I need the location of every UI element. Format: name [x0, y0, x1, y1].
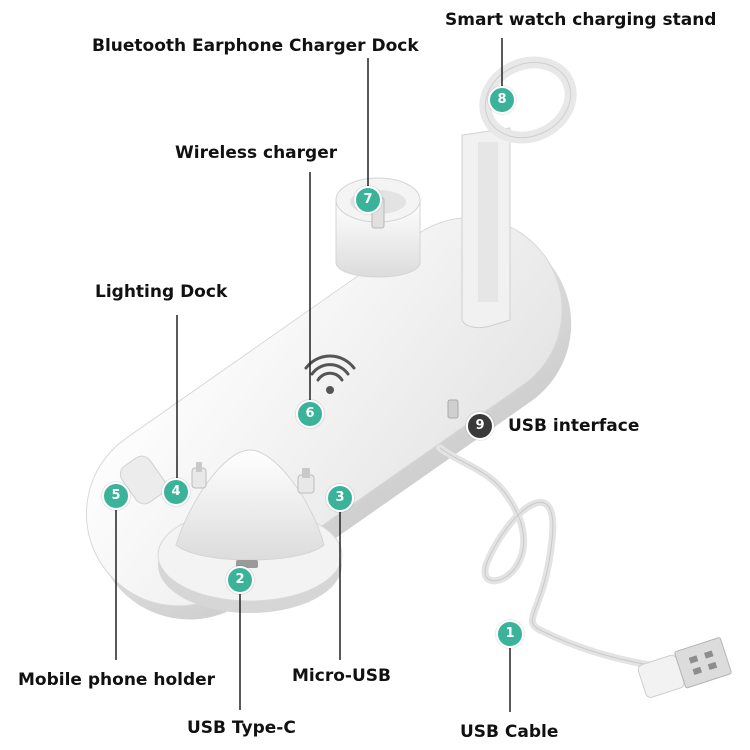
- badge-5: 5: [102, 482, 130, 510]
- badge-7: 7: [354, 186, 382, 214]
- usb-plug: [637, 637, 732, 698]
- badge-9: 9: [466, 412, 494, 440]
- micro-usb-connector: [297, 468, 315, 494]
- label-lighting-dock: Lighting Dock: [95, 282, 228, 302]
- phone-holder-slot: [119, 455, 167, 505]
- lightning-connector: [191, 462, 207, 489]
- badge-1: 1: [496, 620, 524, 648]
- badge-2: 2: [226, 566, 254, 594]
- label-earphone-dock: Bluetooth Earphone Charger Dock: [92, 36, 419, 56]
- label-micro-usb: Micro-USB: [292, 666, 391, 686]
- badge-3: 3: [326, 484, 354, 512]
- leader-lines: [115, 38, 511, 712]
- usb-interface-port: [447, 399, 459, 419]
- phone-dock-hump: [175, 449, 325, 561]
- badge-6: 6: [296, 400, 324, 428]
- badge-8: 8: [488, 86, 516, 114]
- label-usb-interface: USB interface: [508, 416, 640, 436]
- badge-4: 4: [162, 478, 190, 506]
- label-mobile-holder: Mobile phone holder: [18, 670, 216, 690]
- label-wireless-charger: Wireless charger: [175, 143, 338, 163]
- label-smart-watch: Smart watch charging stand: [445, 10, 717, 30]
- label-usb-cable: USB Cable: [460, 722, 559, 742]
- watch-stand: [461, 56, 577, 329]
- label-usb-type-c: USB Type-C: [187, 718, 296, 738]
